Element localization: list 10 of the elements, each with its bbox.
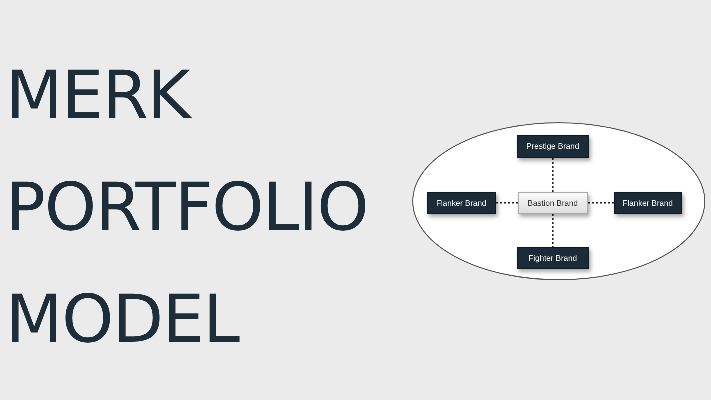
- brand-box: Flanker Brand: [614, 192, 682, 214]
- brand-box: Fighter Brand: [517, 247, 589, 269]
- dotted-connector: [552, 158, 554, 192]
- dotted-connector: [588, 202, 614, 204]
- dotted-connector: [496, 202, 518, 204]
- title: MERK PORTFOLIO MODEL: [6, 56, 370, 360]
- brand-box: Bastion Brand: [518, 192, 588, 214]
- dotted-connector: [552, 214, 554, 247]
- brand-box: Flanker Brand: [427, 192, 496, 214]
- brand-box: Prestige Brand: [517, 135, 589, 158]
